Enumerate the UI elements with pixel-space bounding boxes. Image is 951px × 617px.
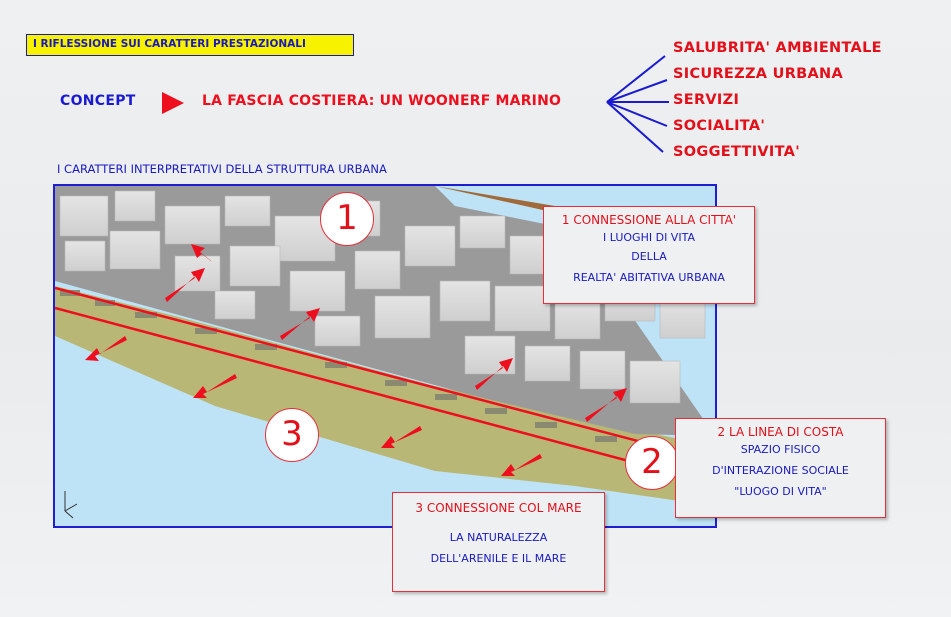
- section-label-box: I RIFLESSIONE SUI CARATTERI PRESTAZIONAL…: [26, 34, 354, 56]
- callout-coast-line: "LUOGO DI VITA": [734, 485, 827, 498]
- callout-coast-line: D'INTERAZIONE SOCIALE: [712, 464, 849, 477]
- concept-arrow-icon: [162, 92, 184, 114]
- marker-3: 3: [265, 408, 319, 462]
- value-item: SICUREZZA URBANA: [673, 66, 843, 82]
- callout-coastline: 2 LA LINEA DI COSTA SPAZIO FISICO D'INTE…: [675, 418, 886, 518]
- concept-title: LA FASCIA COSTIERA: UN WOONERF MARINO: [202, 93, 562, 109]
- marker-2: 2: [625, 436, 679, 490]
- callout-sea-title: 3 CONNESSIONE COL MARE: [415, 501, 582, 515]
- concept-label: CONCEPT: [60, 93, 136, 109]
- callout-sea-connection: 3 CONNESSIONE COL MARE LA NATURALEZZA DE…: [392, 492, 605, 592]
- value-item: SOCIALITA': [673, 118, 766, 134]
- callout-city-line: REALTA' ABITATIVA URBANA: [573, 271, 725, 284]
- callout-city-connection: 1 CONNESSIONE ALLA CITTA' I LUOGHI DI VI…: [543, 206, 755, 304]
- marker-1: 1: [320, 192, 374, 246]
- value-item: SALUBRITA' AMBIENTALE: [673, 40, 882, 56]
- section-subtitle: I CARATTERI INTERPRETATIVI DELLA STRUTTU…: [57, 162, 387, 176]
- callout-city-line: DELLA: [631, 250, 667, 263]
- callout-city-line: I LUOGHI DI VITA: [603, 231, 695, 244]
- callout-sea-line: LA NATURALEZZA: [449, 531, 548, 544]
- section-label: I RIFLESSIONE SUI CARATTERI PRESTAZIONAL…: [33, 38, 306, 50]
- callout-sea-line: DELL'ARENILE E IL MARE: [430, 552, 567, 565]
- values-list: SALUBRITA' AMBIENTALE SICUREZZA URBANA S…: [673, 38, 882, 168]
- callout-coast-line: SPAZIO FISICO: [740, 443, 821, 456]
- callout-city-title: 1 CONNESSIONE ALLA CITTA': [561, 213, 737, 227]
- axis-gizmo-icon: [64, 491, 78, 519]
- value-item: SOGGETTIVITA': [673, 144, 800, 160]
- fan-lines-icon: [606, 55, 669, 153]
- value-item: SERVIZI: [673, 92, 740, 108]
- callout-coast-title: 2 LA LINEA DI COSTA: [717, 425, 844, 439]
